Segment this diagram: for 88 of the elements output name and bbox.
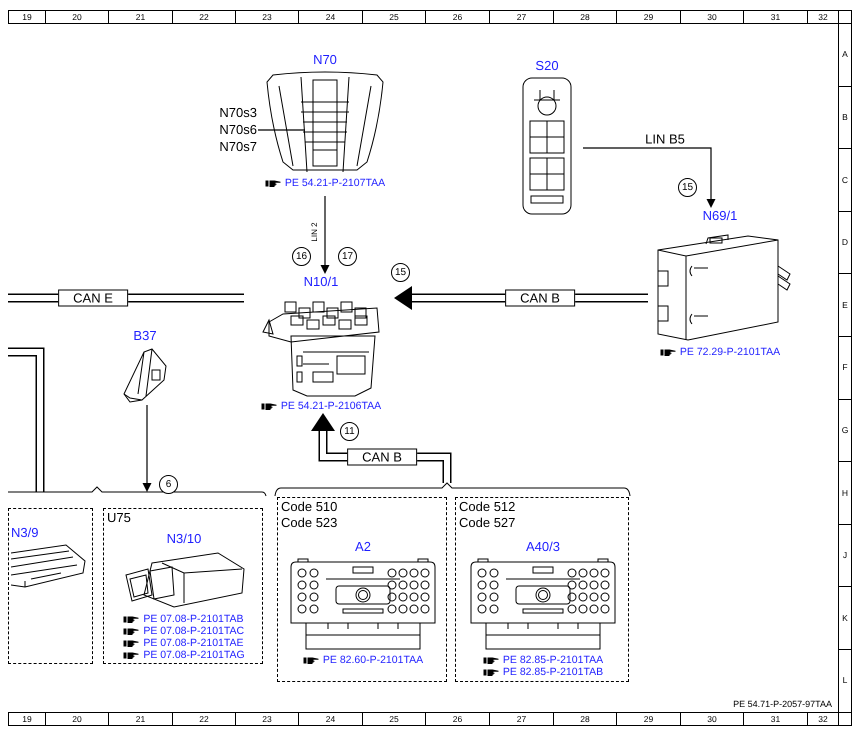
callout-number: 16 [292, 247, 311, 266]
grid-column-number: 29 [616, 712, 681, 726]
component-label: N69/1 [702, 208, 738, 224]
component-label: N70 [313, 52, 337, 68]
grid-column-number: 20 [45, 712, 109, 726]
grid-column-number: 20 [45, 10, 109, 24]
option-code-label: Code 527 [459, 515, 516, 531]
group-bracket [275, 483, 631, 497]
component-label: A2 [355, 539, 371, 555]
option-code-label: Code 512 [459, 499, 516, 515]
dashed-group-box [455, 497, 629, 682]
option-code-label: Code 510 [281, 499, 338, 515]
grid-column-number: 31 [743, 10, 808, 24]
grid-row-letter: F [838, 336, 852, 400]
grid-row-letter: D [838, 210, 852, 274]
document-reference: PE 07.08-P-2101TAB [143, 613, 244, 625]
document-reference: PE 72.29-P-2101TAA [680, 346, 780, 358]
callout-number: 15 [391, 263, 410, 282]
component-label: N3/9 [11, 525, 38, 541]
option-code-label: U75 [107, 510, 132, 526]
grid-row-letter: A [838, 23, 852, 87]
grid-row-letter: L [838, 649, 852, 713]
grid-row-letter: J [838, 524, 852, 588]
callout-number: 17 [338, 247, 357, 266]
grid-column-number: 23 [235, 712, 299, 726]
grid-column-number: 26 [425, 712, 490, 726]
grid-column-number: 31 [743, 712, 808, 726]
grid-column-number: 19 [8, 712, 46, 726]
document-reference: PE 07.08-P-2101TAE [143, 637, 244, 649]
component-label: N10/1 [304, 274, 338, 290]
signal-arrow [320, 196, 330, 274]
grid-column-number: 22 [172, 10, 236, 24]
grid-column-number: 29 [616, 10, 681, 24]
group-bracket [8, 486, 267, 497]
grid-column-number: 22 [172, 712, 236, 726]
option-code-label: Code 523 [281, 515, 338, 531]
grid-column-number: 27 [489, 10, 554, 24]
grid-column-number: 25 [362, 10, 426, 24]
grid-column-number: 26 [425, 10, 490, 24]
dashed-group-box [103, 508, 263, 664]
component-label: S20 [535, 58, 559, 74]
grid-column-number: 27 [489, 712, 554, 726]
grid-row-letter: B [838, 86, 852, 150]
grid-column-number: 28 [553, 712, 617, 726]
document-reference: PE 54.21-P-2107TAA [284, 177, 386, 189]
grid-row-letter: K [838, 586, 852, 650]
component-label: B37 [133, 328, 157, 344]
grid-column-number: 25 [362, 712, 426, 726]
drawing-number: PE 54.71-P-2057-97TAA [732, 699, 832, 710]
edge-label: LIN 2 [309, 222, 320, 242]
grid-column-number: 24 [298, 10, 363, 24]
switch-label: N70s7 [219, 138, 257, 155]
document-reference: PE 82.85-P-2101TAB [502, 666, 604, 678]
bus-label: CAN B [347, 448, 417, 466]
component-label: A40/3 [526, 539, 560, 555]
dashed-group-box [277, 497, 447, 682]
callout-number: 11 [340, 422, 359, 441]
document-reference: PE 54.21-P-2106TAA [280, 400, 382, 412]
document-reference: PE 07.08-P-2101TAC [143, 625, 244, 637]
dashed-group-box [8, 508, 93, 664]
bus-line [8, 348, 44, 492]
switch-label: N70s3 [219, 104, 257, 121]
grid-column-number: 32 [807, 10, 839, 24]
grid-column-number: 28 [553, 10, 617, 24]
signal-arrow [583, 147, 716, 208]
grid-column-number: 32 [807, 712, 839, 726]
grid-column-number: 30 [680, 10, 744, 24]
edge-label: LIN B5 [645, 130, 685, 148]
grid-row-letter: G [838, 398, 852, 462]
bus-label: CAN B [505, 290, 575, 306]
document-reference: PE 82.60-P-2101TAA [322, 654, 424, 666]
document-reference: PE 07.08-P-2101TAG [143, 649, 245, 661]
grid-column-number: 23 [235, 10, 299, 24]
grid-row-letter: E [838, 273, 852, 337]
bus-label: CAN E [58, 290, 128, 306]
grid-column-number: 24 [298, 712, 363, 726]
document-reference: PE 82.85-P-2101TAA [502, 654, 604, 666]
grid-row-letter: H [838, 461, 852, 525]
grid-column-number: 19 [8, 10, 46, 24]
component-label: N3/10 [166, 531, 202, 547]
grid-column-number: 21 [108, 712, 173, 726]
grid-column-number: 30 [680, 712, 744, 726]
grid-row-letter: C [838, 148, 852, 212]
switch-label: N70s6 [219, 121, 257, 138]
callout-number: 6 [159, 475, 178, 494]
callout-number: 15 [678, 178, 697, 197]
signal-arrow [142, 405, 152, 492]
grid-column-number: 21 [108, 10, 173, 24]
